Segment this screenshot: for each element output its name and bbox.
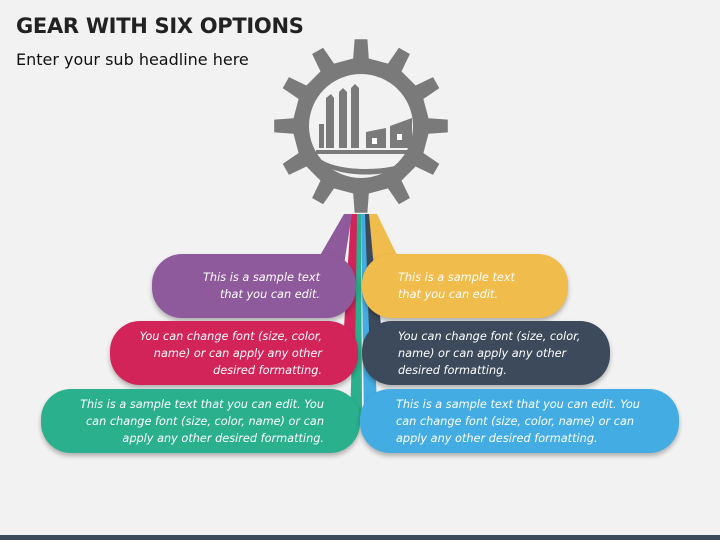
option-6-line-2: can change font (size, color, name) or c…	[396, 414, 635, 428]
option-box-1: This is a sample text that you can edit.	[152, 254, 356, 318]
option-1-line-1: This is a sample text	[203, 271, 320, 284]
option-2-line-1: You can change font (size, color,	[139, 329, 322, 343]
option-5-line-3: desired formatting.	[398, 363, 507, 377]
option-2-line-3: desired formatting.	[213, 363, 322, 377]
option-box-2: You can change font (size, color, name) …	[110, 321, 358, 385]
option-box-6: This is a sample text that you can edit.…	[360, 389, 679, 453]
option-4-line-1: This is a sample text	[398, 271, 515, 284]
gear-icon	[274, 39, 448, 213]
option-5-line-1: You can change font (size, color,	[398, 329, 581, 343]
factory-icon	[316, 84, 414, 175]
option-3-line-2: can change font (size, color, name) or c…	[85, 414, 324, 428]
option-6-line-1: This is a sample text that you can edit.…	[396, 397, 640, 411]
option-box-3: This is a sample text that you can edit.…	[41, 389, 360, 453]
option-3-line-1: This is a sample text that you can edit.…	[80, 397, 324, 411]
bottom-bar	[0, 535, 720, 540]
page-subtitle: Enter your sub headline here	[16, 50, 249, 69]
option-5-line-2: name) or can apply any other	[398, 346, 567, 360]
option-1-line-2: that you can edit.	[219, 288, 320, 301]
option-3-line-3: apply any other desired formatting.	[122, 431, 324, 445]
option-4-line-2: that you can edit.	[398, 288, 499, 301]
option-2-line-2: name) or can apply any other	[153, 346, 322, 360]
page-title: GEAR WITH SIX OPTIONS	[16, 14, 304, 38]
option-box-5: You can change font (size, color, name) …	[362, 321, 610, 385]
option-box-4: This is a sample text that you can edit.	[362, 254, 568, 318]
option-6-line-3: apply any other desired formatting.	[396, 431, 598, 445]
